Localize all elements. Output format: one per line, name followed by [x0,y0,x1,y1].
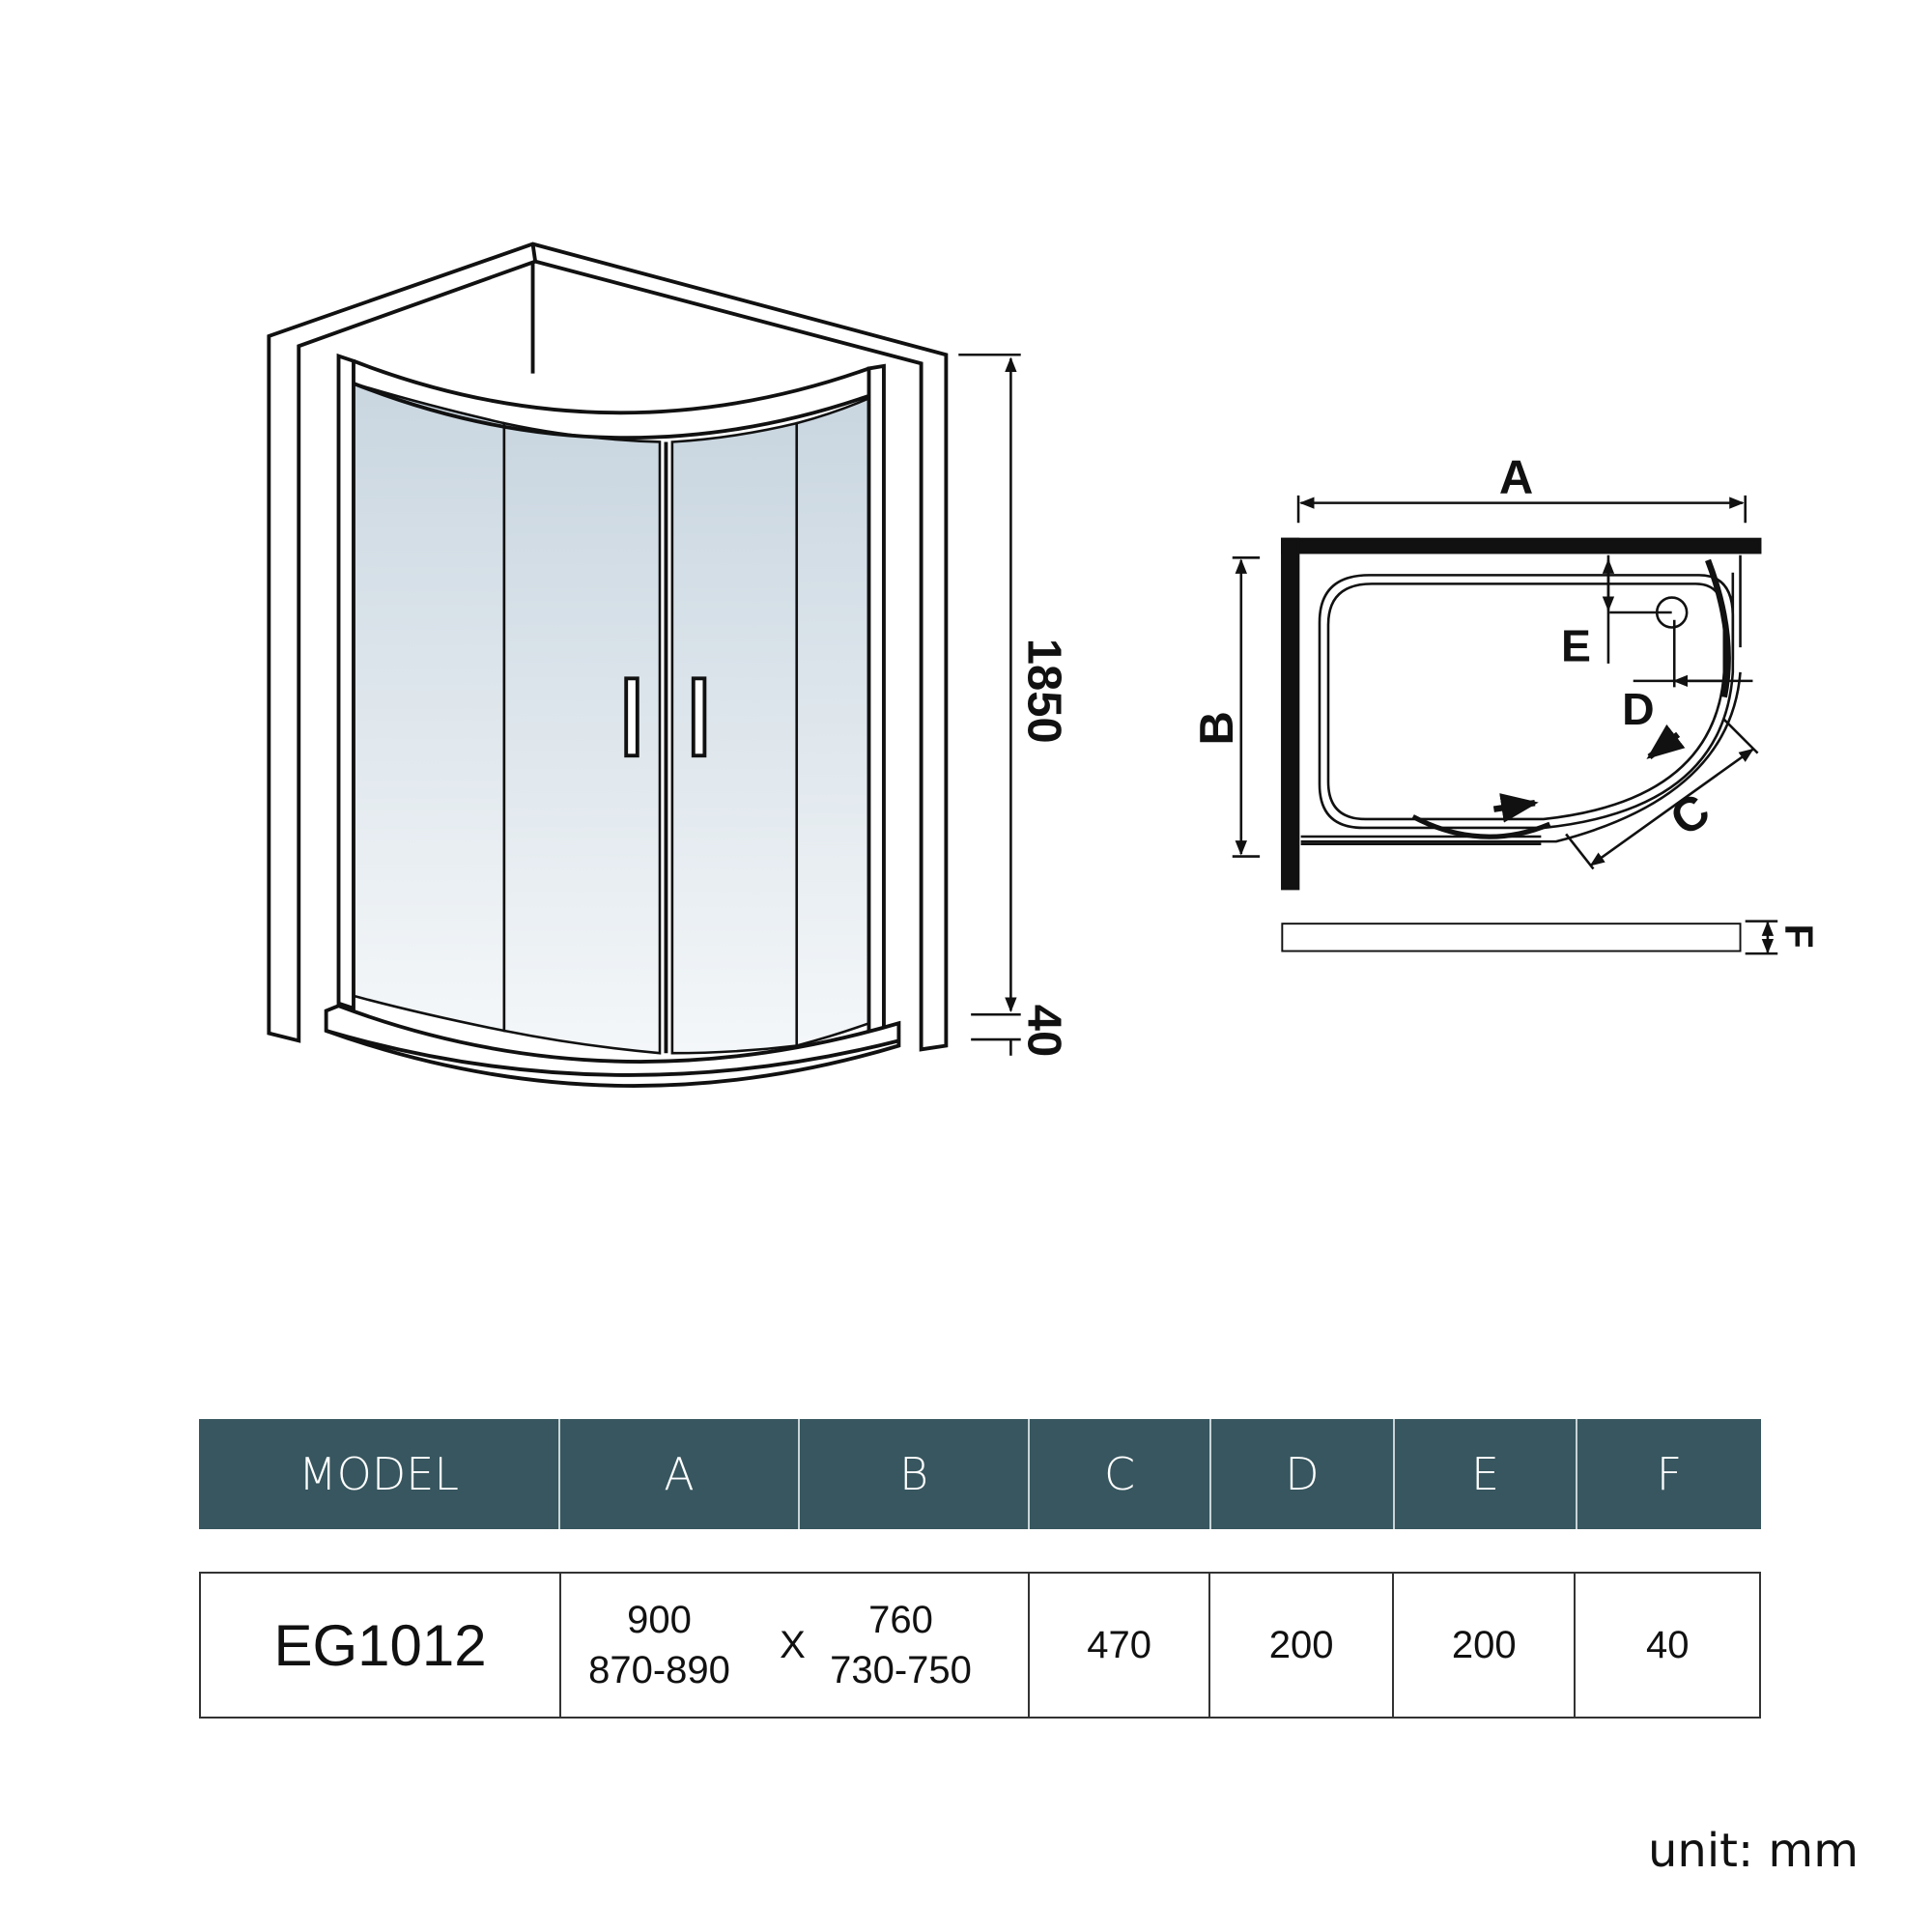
a-nominal: 900 [627,1599,692,1641]
header-c: C [1030,1419,1211,1529]
spec-table-header: MODEL A B C D E F [199,1419,1761,1529]
cell-model: EG1012 [201,1574,562,1717]
shower-tray [324,1004,901,1088]
dim-label-d: D [1622,684,1655,734]
dim-label-f: F [1776,923,1821,948]
glass-panels [352,382,870,1055]
header-e: E [1395,1419,1577,1529]
header-f: F [1656,1448,1683,1500]
spec-table-row: EG1012 900 870-890 X 760 730-750 470 200… [199,1572,1761,1719]
a-range: 870-890 [588,1649,730,1691]
door-arrow-icon [1646,724,1686,760]
dim-label-e: E [1561,620,1591,670]
times-sign: X [780,1624,806,1666]
header-d: D [1211,1419,1395,1529]
cell-d: 200 [1210,1574,1394,1717]
tray-outline-inner [1326,582,1726,821]
header-model: MODEL [199,1419,560,1529]
top-wall [1281,537,1762,554]
door-handle-left [624,676,639,758]
sliding-door-curve [1705,558,1731,698]
cell-e: 200 [1394,1574,1577,1717]
door-handle-right [691,676,707,758]
b-nominal: 760 [868,1599,933,1641]
dim-label-a: A [1499,451,1533,503]
unit-label: unit: mm [1648,1824,1859,1878]
shower-plan-view [1232,495,1778,955]
height-dimension [958,353,1021,1056]
door-frame [336,353,886,1038]
cell-a-by-b: 900 870-890 X 760 730-750 [561,1574,1030,1717]
left-wall [1281,537,1300,891]
cell-c: 470 [1030,1574,1211,1717]
tray-profile [1281,923,1742,952]
header-a: A [560,1419,800,1529]
height-label: 1850 [1017,639,1069,744]
cell-f: 40 [1645,1623,1690,1666]
header-b: B [800,1419,1030,1529]
enclosure-walls [267,242,949,1052]
tray-height-label: 40 [1017,1005,1069,1057]
shower-enclosure-elevation [267,242,1021,1088]
b-range: 730-750 [830,1649,972,1691]
door-arrow-icon [1492,793,1539,823]
dimension-c-line [1589,748,1754,867]
dim-label-b: B [1191,711,1243,745]
